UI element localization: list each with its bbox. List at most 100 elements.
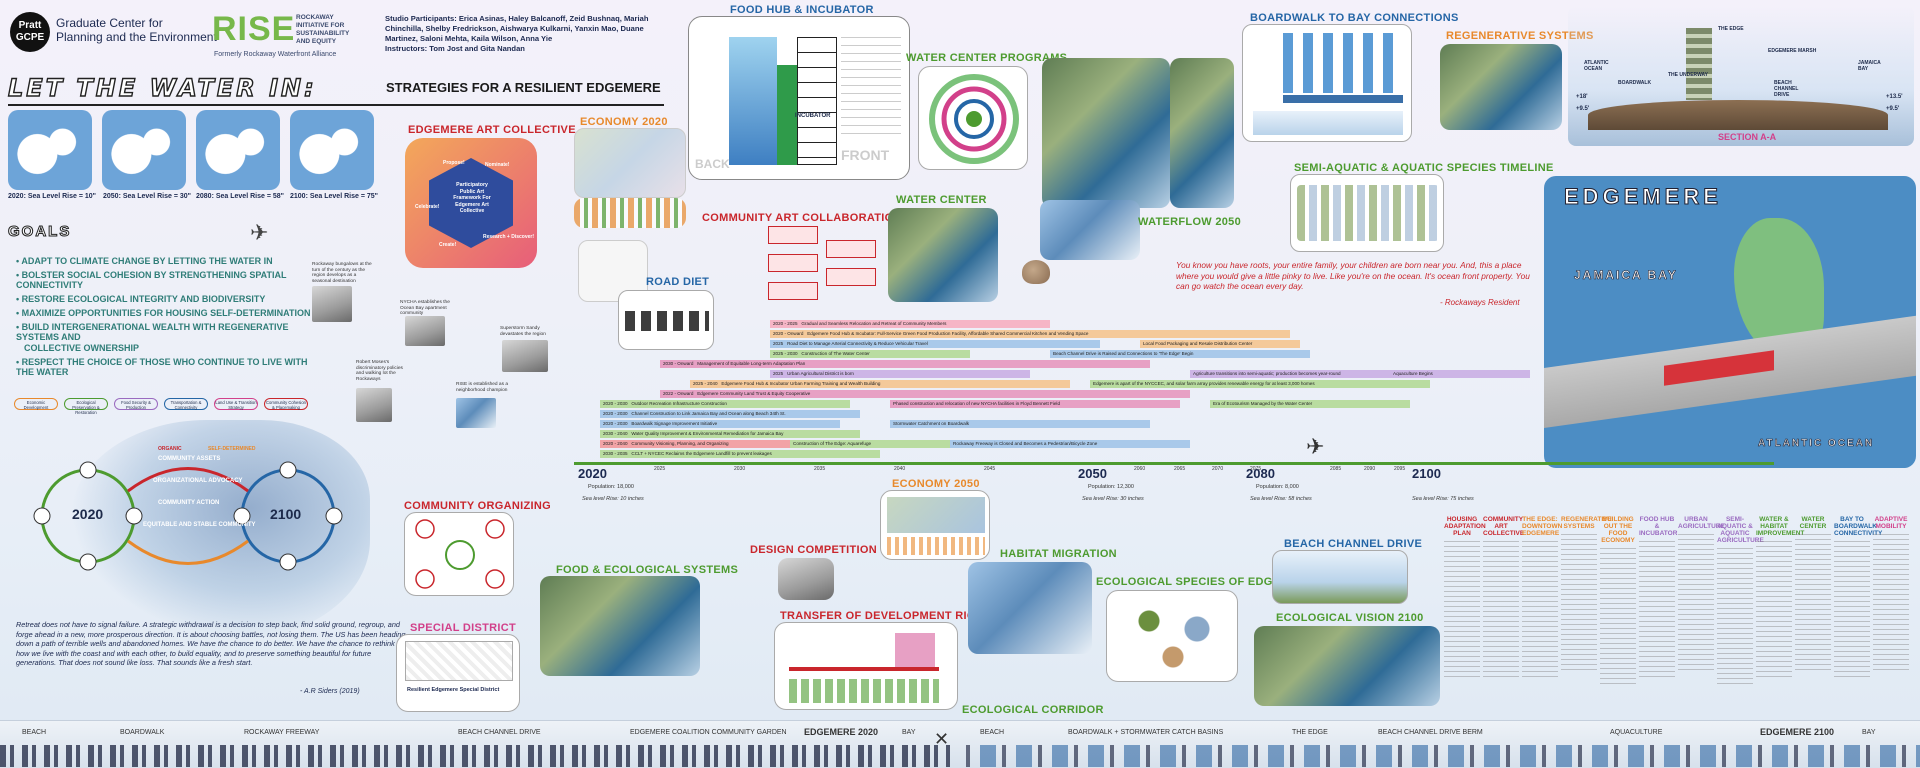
- design-comp-photo: [778, 558, 834, 600]
- timeline-bar: Aquaculture Begins: [1390, 370, 1530, 378]
- goals-heading: GOALS: [7, 223, 72, 241]
- boardwalk-diagram: [1242, 24, 1412, 142]
- section-label-underway: THE UNDERWAY: [1668, 72, 1709, 78]
- cycle-label: COMMUNITY ACTION: [158, 500, 220, 506]
- timeline-bar: 2025 Urban Agricultural District is born: [770, 370, 1030, 378]
- retreat-quote-author: - A.R Siders (2019): [300, 688, 360, 695]
- economy-2020-chart: [574, 198, 686, 228]
- strip-label: ROCKAWAY FREEWAY: [244, 729, 320, 736]
- pratt-logo: Pratt GCPE: [10, 12, 50, 52]
- strategy-column: URBAN AGRICULTURE: [1678, 516, 1725, 674]
- resident-quote: You know you have roots, your entire fam…: [1176, 260, 1530, 291]
- design-comp-title: DESIGN COMPETITION: [750, 544, 878, 556]
- bird-flying-icon: ✈: [1306, 434, 1325, 459]
- cycle-label: ORGANIC: [158, 446, 182, 452]
- map-label-jamaica-bay: JAMAICA BAY: [1574, 268, 1678, 283]
- economy-2050-map: [887, 497, 985, 533]
- strategy-column: BAY TO BOARDWALK CONNECTIVITY: [1834, 516, 1882, 681]
- edgemere-map: EDGEMERE JAMAICA BAY ATLANTIC OCEAN: [1544, 176, 1916, 468]
- community-art-title: COMMUNITY ART COLLABORATION: [702, 212, 902, 224]
- cycle-arc-bottom: [127, 539, 249, 565]
- timeline-pop-2050: Population: 12,300: [1088, 484, 1134, 490]
- community-art-box: [768, 226, 818, 244]
- rise-formerly: Formerly Rockaway Waterfront Alliance: [214, 51, 337, 58]
- cycle-label: EQUITABLE AND STABLE COMMUNITY: [143, 522, 256, 528]
- rise-logo: RISE: [212, 10, 296, 48]
- timeline-bar: 2020 - 2030 Boardwalk Signage Improvemen…: [600, 420, 840, 428]
- strip-label: BEACH: [22, 729, 47, 736]
- timeline-bar: Local Food Packaging and Resale Distribu…: [1140, 340, 1300, 348]
- cycle-node: [279, 461, 297, 479]
- timeline-slr-2080: Sea level Rise: 58 inches: [1250, 496, 1312, 502]
- regenerative-title: REGENERATIVE SYSTEMS: [1446, 30, 1594, 42]
- goal-item: • RESTORE ECOLOGICAL INTEGRITY AND BIODI…: [16, 294, 266, 304]
- cycle-year-left: 2020: [72, 506, 104, 522]
- food-hub-front-label: FRONT: [841, 147, 890, 163]
- cycle-arc-top: [127, 467, 249, 493]
- beach-channel-title: BEACH CHANNEL DRIVE: [1284, 538, 1423, 550]
- timeline-slr-2100: Sea level Rise: 75 inches: [1412, 496, 1474, 502]
- boardwalk-strip: [1283, 95, 1403, 103]
- strip-label: BOARDWALK: [120, 729, 165, 736]
- goal-item: COLLECTIVE OWNERSHIP: [24, 343, 140, 353]
- food-hub-back-label: BACK: [695, 157, 730, 171]
- skyline-left: [0, 745, 950, 767]
- timeline-bar: Construction of The Edge: Aquarefuge: [790, 440, 980, 448]
- cycle-node: [125, 507, 143, 525]
- boardwalk-section: [1253, 111, 1403, 135]
- goal-item: • ADAPT TO CLIMATE CHANGE BY LETTING THE…: [16, 256, 273, 266]
- community-art-box: [826, 268, 876, 286]
- timeline-bar: Rockaway Freeway is Closed and Becomes a…: [950, 440, 1190, 448]
- skyline-right: [966, 745, 1920, 767]
- food-hub-notes: [841, 37, 901, 137]
- art-center-text: Participatory Public Art Framework For E…: [453, 182, 491, 214]
- map-label-atlantic: ATLANTIC OCEAN: [1758, 438, 1875, 450]
- community-organizing-diagram: [404, 512, 514, 596]
- timeline-bar: 2022 - Onward Edgemere Community Land Tr…: [660, 390, 1190, 398]
- strategy-column: HOUSING ADAPTATION PLAN: [1444, 516, 1486, 681]
- timeline-bar: Beach Channel Drive is Raised and Connec…: [1050, 350, 1310, 358]
- title-underline: [8, 104, 664, 106]
- species-icons: [1297, 185, 1439, 241]
- section-level: +9.5': [1576, 106, 1590, 112]
- art-collective-title: EDGEMERE ART COLLECTIVE: [408, 124, 576, 136]
- waterflow-aerial: [1170, 58, 1234, 208]
- legend-pill: Economic Development: [14, 398, 58, 410]
- art-hex: [429, 158, 513, 248]
- timeline-bar: Agriculture transitions into semi-aquati…: [1190, 370, 1460, 378]
- species-timeline-title: SEMI-AQUATIC & AQUATIC SPECIES TIMELINE: [1294, 162, 1554, 174]
- history-photo-bungalows: [312, 286, 352, 322]
- economy-2020-map: [574, 128, 686, 198]
- strip-label: BEACH: [980, 729, 1005, 736]
- bird-icon: ✈: [250, 220, 269, 245]
- road-diet-title: ROAD DIET: [646, 276, 710, 288]
- sea-level-map-2050: [102, 110, 186, 190]
- food-hub-floors: [797, 37, 837, 165]
- strategy-column: THE EDGE: DOWNTOWN EDGEMERE: [1522, 516, 1562, 681]
- boardwalk-channels: [1283, 33, 1403, 93]
- sea-level-map-2020: [8, 110, 92, 190]
- strategy-column: FOOD HUB & INCUBATOR: [1639, 516, 1677, 681]
- timeline-bar: 2020 - 2025 Gradual and Seamless Relocat…: [770, 320, 1050, 328]
- cycle-node: [79, 553, 97, 571]
- tdr-trees: [789, 679, 939, 703]
- art-step: Research + Discover!: [483, 234, 535, 240]
- special-district-diagram: Resilient Edgemere Special District: [396, 634, 520, 712]
- programs-wheel-svg: [929, 74, 1019, 164]
- community-art-box: [826, 240, 876, 258]
- history-note: RISE is established as a neighborhood ch…: [456, 382, 508, 393]
- strip-label: THE EDGE: [1292, 729, 1328, 736]
- goal-item: • BUILD INTERGENERATIONAL WEALTH WITH RE…: [16, 322, 289, 342]
- timeline-bar: Era of Ecotourism Managed by the Water C…: [1210, 400, 1410, 408]
- habitat-photo: [968, 562, 1092, 654]
- community-art-box: [768, 282, 818, 300]
- timeline-bar: Edgemere is apart of the NYCCEC, and sol…: [1090, 380, 1430, 388]
- timeline-year-2020: 2020: [578, 466, 607, 481]
- section-label-edge: THE EDGE: [1718, 26, 1744, 32]
- legend-pill: Transportation & Connectivity: [164, 398, 208, 410]
- legend-pill: Ecological Preservation & Restoration: [64, 398, 108, 415]
- section-level: +18': [1576, 94, 1588, 100]
- timeline-bar: 2020 - Onward Edgemere Food Hub & Incuba…: [770, 330, 1290, 338]
- economy-2020-title: ECONOMY 2020: [580, 116, 668, 128]
- water-center-programs-title: WATER CENTER PROGRAMS: [906, 52, 1068, 64]
